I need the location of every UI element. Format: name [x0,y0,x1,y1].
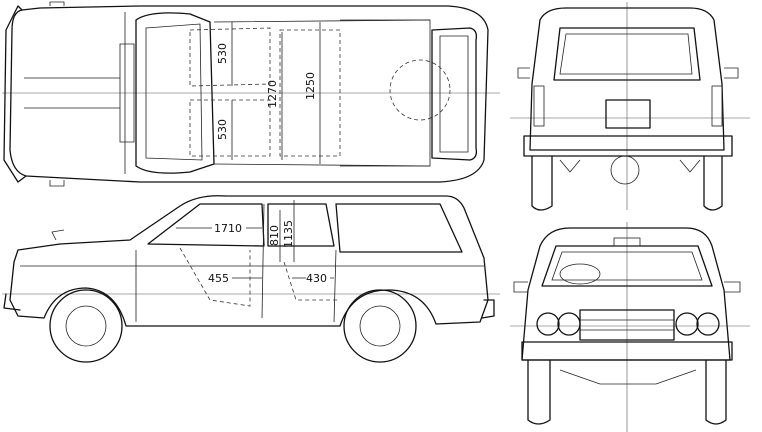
rear-left-mirror [517,67,530,79]
rear-right-wheel [703,155,723,211]
side-front-hub [65,305,107,347]
dim-label-455-bg [208,272,232,284]
side-rear-door-window [267,203,335,247]
dim-label-810: 810 [268,225,281,246]
side-mirror [51,229,65,241]
rear-left-wheel [531,155,553,211]
rear-right-mirror [724,67,739,79]
front-headlight-left-outer [536,312,560,336]
top-windshield-inner [145,23,203,161]
front-steering-wheel [559,263,601,285]
rear-left-tail-light [533,85,545,127]
side-rear-bumper [481,299,495,319]
front-headlight-right-outer [696,312,720,336]
dim-label-455: 455 [208,272,229,285]
top-rear-window [431,27,478,161]
dim-label-530-upper: 530 [216,43,229,64]
top-left-mirror [49,1,65,6]
front-body-outline [521,227,731,361]
top-cowl-vent [119,43,135,143]
dim-label-530-lower: 530 [216,119,229,140]
rear-exhaust-left [559,159,581,173]
side-front-window [147,203,265,247]
dim-label-430-bg [306,272,330,284]
side-view: 1710 810 1135 455 430 [2,195,500,363]
front-lower-valance [559,369,697,385]
front-rearview-mirror [613,237,641,247]
side-front-wheel [49,289,123,363]
top-roof [213,19,431,167]
dim-label-1135: 1135 [282,220,295,248]
rear-license-plate [605,99,651,129]
top-front-bumper [3,5,27,183]
side-rear-wheel [343,289,417,363]
front-bumper [521,341,733,361]
side-rear-door-edge [333,249,337,323]
dim-label-1250: 1250 [304,72,317,100]
top-front-seat-left [189,27,271,87]
front-right-wheel [705,359,727,425]
rear-window-inner [559,33,693,75]
top-right-mirror [49,180,65,187]
dim-label-1710: 1710 [214,222,242,235]
side-front-bumper [3,293,21,311]
front-left-mirror [513,281,528,293]
front-headlight-right-inner [675,312,699,336]
side-body-outline [9,195,489,327]
front-right-mirror [724,281,741,293]
top-front-seat-right [189,99,271,157]
rear-bumper [523,135,733,157]
rear-window [553,27,701,81]
front-windshield-inner [551,251,703,281]
rear-diff [610,155,640,185]
dim-label-430: 430 [306,272,327,285]
top-spare-wheel [389,59,451,121]
top-body-outline [9,5,489,183]
top-rear-seat [279,29,341,157]
front-view [510,222,750,432]
dim-label-1270: 1270 [266,80,279,108]
front-left-wheel [527,359,551,425]
rear-body-outline [529,7,725,151]
rear-right-tail-light [711,85,723,127]
side-door-split [261,203,265,319]
top-rear-window-inner [439,35,469,153]
dim-label-1710-bg [212,220,246,234]
rear-view [510,2,750,211]
front-headlight-left-inner [557,312,581,336]
side-rear-hub [359,305,401,347]
side-cargo-window [335,203,463,253]
front-windshield [541,245,713,287]
top-view: 530 530 1270 1250 [2,1,500,187]
rear-exhaust-right [679,159,701,173]
